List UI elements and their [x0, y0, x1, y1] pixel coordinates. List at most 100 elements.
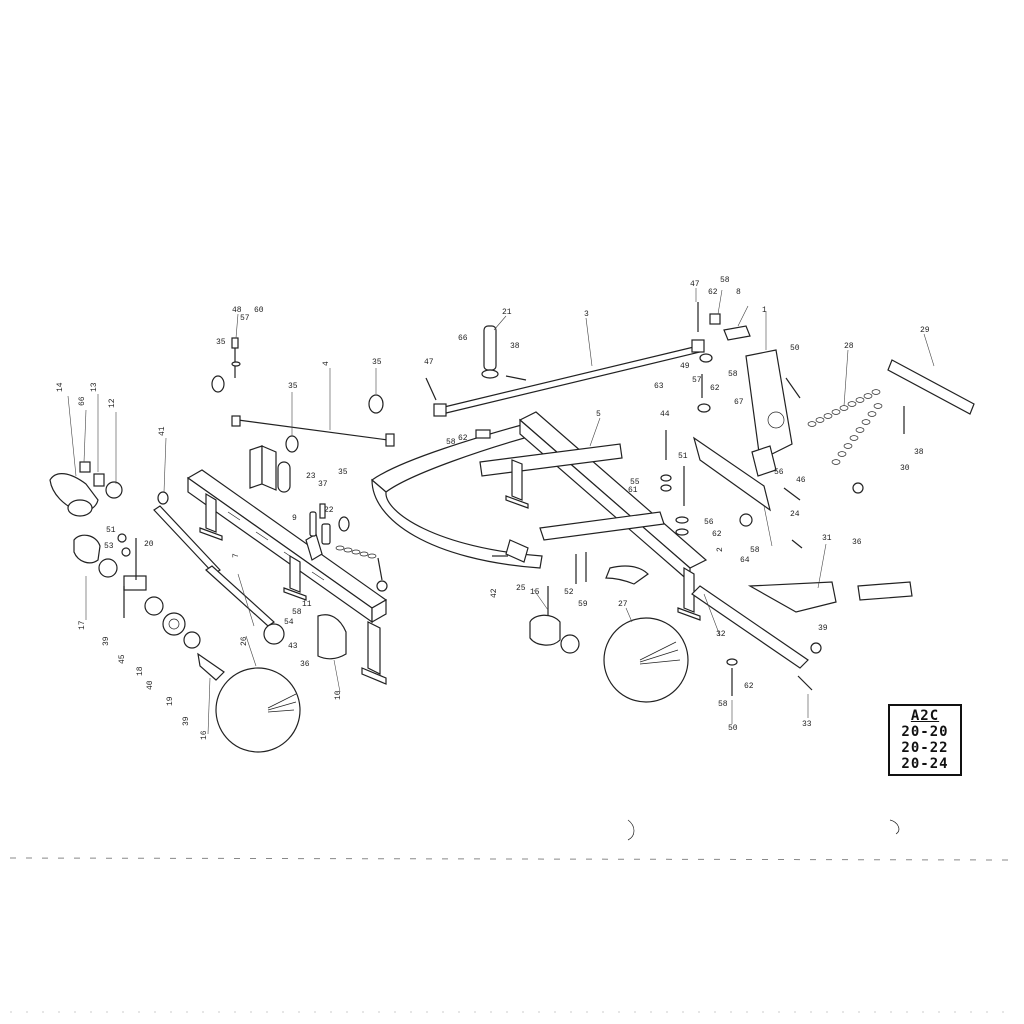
scan-mark-right: [889, 819, 900, 835]
part-number-62: 62: [710, 384, 720, 393]
leader-lines: [67, 288, 935, 735]
part-number-58: 58: [720, 276, 730, 285]
part-number-58: 58: [446, 438, 456, 447]
part-number-63: 63: [654, 382, 664, 391]
part-number-50: 50: [728, 724, 738, 733]
model-title-block: A2C 20-20 20-22 20-24: [888, 704, 962, 776]
part-number-39: 39: [102, 636, 111, 646]
right-hitch-assembly: [691, 302, 975, 696]
part-number-42: 42: [490, 588, 499, 598]
part-number-27: 27: [618, 600, 628, 609]
part-number-24: 24: [790, 510, 800, 519]
part-number-16: 16: [200, 730, 209, 740]
part-number-54: 54: [284, 618, 294, 627]
part-number-62: 62: [458, 434, 468, 443]
part-number-60: 60: [254, 306, 264, 315]
part-number-39: 39: [818, 624, 828, 633]
part-number-58: 58: [292, 608, 302, 617]
part-number-58: 58: [728, 370, 738, 379]
part-number-19: 19: [166, 696, 175, 706]
part-number-35: 35: [216, 338, 226, 347]
part-number-23: 23: [306, 472, 316, 481]
center-frame-assembly: [371, 325, 708, 703]
part-number-11: 11: [302, 600, 312, 609]
part-number-52: 52: [564, 588, 574, 597]
part-number-51: 51: [106, 526, 116, 535]
part-number-36: 36: [300, 660, 310, 669]
part-number-56: 56: [704, 518, 714, 527]
part-number-51: 51: [678, 452, 688, 461]
part-number-62: 62: [712, 530, 722, 539]
left-frame-assembly: [49, 337, 395, 753]
scan-mark-left: [627, 819, 635, 841]
part-number-39: 39: [182, 716, 191, 726]
part-number-38: 38: [510, 342, 520, 351]
part-number-35: 35: [338, 468, 348, 477]
part-number-47: 47: [690, 280, 700, 289]
part-number-18: 18: [136, 666, 145, 676]
model-number-2: 20-22: [901, 740, 949, 756]
part-number-53: 53: [104, 542, 114, 551]
part-number-26: 26: [240, 636, 249, 646]
part-number-50: 50: [790, 344, 800, 353]
part-number-58: 58: [718, 700, 728, 709]
part-number-4: 4: [322, 361, 331, 366]
model-number-3: 20-24: [901, 756, 949, 772]
part-number-22: 22: [324, 506, 334, 515]
part-number-1: 1: [762, 306, 767, 315]
part-number-33: 33: [802, 720, 812, 729]
diagram-code: A2C: [910, 708, 940, 724]
part-number-62: 62: [744, 682, 754, 691]
part-number-20: 20: [144, 540, 154, 549]
baseline-dashes: [9, 857, 1015, 861]
part-number-28: 28: [844, 342, 854, 351]
part-number-10: 10: [334, 690, 343, 700]
part-number-64: 64: [740, 556, 750, 565]
part-number-3: 3: [584, 310, 589, 319]
part-number-25: 25: [516, 584, 526, 593]
part-number-57: 57: [692, 376, 702, 385]
part-number-43: 43: [288, 642, 298, 651]
part-number-35: 35: [372, 358, 382, 367]
part-number-29: 29: [920, 326, 930, 335]
part-number-8: 8: [736, 288, 741, 297]
part-number-37: 37: [318, 480, 328, 489]
part-number-14: 14: [56, 382, 65, 392]
part-number-15: 15: [530, 588, 540, 597]
part-number-56: 56: [774, 468, 784, 477]
part-number-21: 21: [502, 308, 512, 317]
part-number-67: 67: [734, 398, 744, 407]
part-number-57: 57: [240, 314, 250, 323]
part-number-46: 46: [796, 476, 806, 485]
part-number-61: 61: [628, 486, 638, 495]
part-number-13: 13: [90, 382, 99, 392]
part-number-5: 5: [596, 410, 601, 419]
part-number-47: 47: [424, 358, 434, 367]
part-number-12: 12: [108, 398, 117, 408]
model-number-1: 20-20: [901, 724, 949, 740]
part-number-45: 45: [118, 654, 127, 664]
part-number-62: 62: [708, 288, 718, 297]
part-number-31: 31: [822, 534, 832, 543]
part-number-49: 49: [680, 362, 690, 371]
part-number-35: 35: [288, 382, 298, 391]
part-number-7: 7: [232, 553, 241, 558]
part-number-30: 30: [900, 464, 910, 473]
part-number-55: 55: [630, 478, 640, 487]
part-number-2: 2: [716, 547, 725, 552]
part-number-17: 17: [78, 620, 87, 630]
part-number-32: 32: [716, 630, 726, 639]
part-number-9: 9: [292, 514, 297, 523]
part-number-36: 36: [852, 538, 862, 547]
part-number-66: 66: [458, 334, 468, 343]
part-number-59: 59: [578, 600, 588, 609]
part-number-38: 38: [914, 448, 924, 457]
part-number-41: 41: [158, 426, 167, 436]
part-number-40: 40: [146, 680, 155, 690]
part-number-66: 66: [78, 396, 87, 406]
part-number-48: 48: [232, 306, 242, 315]
part-number-58: 58: [750, 546, 760, 555]
part-number-44: 44: [660, 410, 670, 419]
